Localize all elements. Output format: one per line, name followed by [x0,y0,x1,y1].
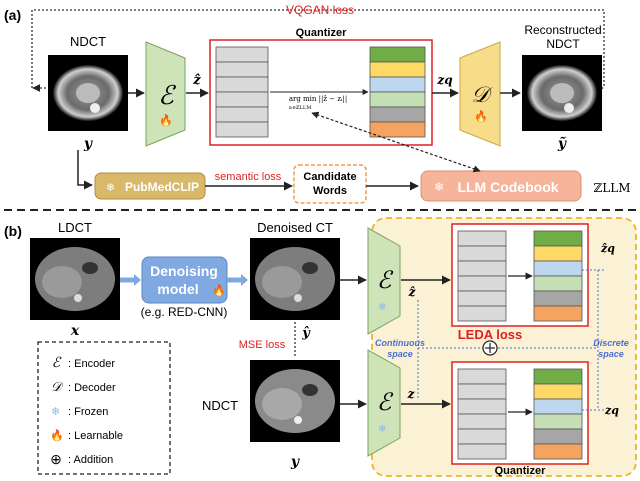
denoising-model-box: Denoising model 🔥 [141,256,228,304]
z-llm-symbol: ℤLLM [594,181,631,195]
legend-encoder-symbol: ℰ [52,355,62,371]
leda-loss-label: LEDA loss [458,327,523,342]
continuous-space-label-1: Continuous [375,338,425,348]
x-symbol: x [70,323,80,339]
codebook-stack-a [369,46,426,138]
learnable-icon-decoder: 🔥 [474,110,488,123]
example-text: (e.g. RED-CNN) [141,305,228,319]
encoder-symbol-a: ℰ [158,81,176,111]
svg-text:❄: ❄ [378,424,386,435]
mse-loss-label: MSE loss [239,339,286,351]
learnable-icon-denoise: 🔥 [212,284,226,297]
legend-learnable: : Learnable [68,430,123,442]
vqgan-loss-loop [31,9,605,88]
llm-codebook-label: LLM Codebook [457,179,558,195]
encoder-b-top: ℰ ❄ [367,227,401,335]
reconstructed-label-2: NDCT [546,37,580,51]
panel-a-tag: (a) [4,7,21,23]
z-b: z [407,387,416,401]
decoder-symbol-a: 𝒟 [471,83,493,108]
y-hat-symbol: ŷ [301,326,311,341]
zq-b: zq [604,404,619,417]
reconstructed-image [522,55,602,131]
learnable-icon-a: 🔥 [159,114,173,127]
z-hat-b: ẑ [408,285,417,299]
denoising-label-2: model [157,281,198,297]
candidate-label-1: Candidate [303,171,356,183]
ndct-label-b: NDCT [202,398,238,413]
legend-encoder: : Encoder [68,358,115,370]
continuous-stack-b-top [457,230,507,322]
quantizer-title-a: Quantizer [296,27,347,39]
encoder-b-bottom: ℰ ❄ [367,349,401,457]
y-symbol-b: y [290,454,300,470]
frozen-icon: ❄ [51,406,60,418]
legend-decoder: : Decoder [68,382,116,394]
ldct-image [30,238,120,320]
encoder-symbol-b-top: ℰ [377,266,394,294]
zq-hat-b: ẑq [600,242,615,255]
encoder-symbol-b-bottom: ℰ [377,388,394,416]
addition-icon: ⊕ [50,451,62,467]
y-tilde-symbol: ỹ [557,135,567,152]
svg-text:❄: ❄ [378,302,386,313]
continuous-stack-a [215,46,269,138]
panel-b-tag: (b) [4,223,22,239]
ndct-label-a: NDCT [70,34,106,49]
ndct-image-b [250,360,340,442]
y-symbol-a: y [83,136,93,152]
codebook-stack-b-bottom [533,368,583,460]
quantizer-title-b: Quantizer [495,465,546,477]
denoised-label: Denoised CT [257,220,333,235]
decoder-a: 𝒟 🔥 [459,41,501,147]
continuous-stack-b-bottom [457,368,507,460]
legend-decoder-symbol: 𝒟 [51,380,64,395]
codebook-stack-b-top [533,230,583,322]
llm-codebook-box: ❄ LLM Codebook [420,170,582,202]
z-hat-a: ẑ [192,73,201,88]
svg-text:❄: ❄ [106,182,115,194]
legend-addition: : Addition [68,454,113,466]
continuous-space-label-2: space [387,349,413,359]
candidate-label-2: Words [313,185,347,197]
argmin-subscript: zᵢ∈ℤLLM [289,105,312,111]
svg-text:❄: ❄ [434,180,444,194]
zq-a: zq [436,73,452,87]
denoised-image [250,238,340,320]
legend-frozen: : Frozen [68,406,108,418]
learnable-icon: 🔥 [50,429,64,442]
semantic-loss-label: semantic loss [215,171,282,183]
discrete-space-label-1: Discrete [593,338,629,348]
reconstructed-label-1: Reconstructed [524,23,601,37]
denoising-label-1: Denoising [150,263,218,279]
argmin-formula: arg min ||ẑ − zᵢ|| [289,95,347,103]
pubmedclip-box: ❄ PubMedCLIP [94,172,206,200]
encoder-a: ℰ 🔥 [145,41,186,147]
ldct-label: LDCT [58,220,92,235]
vqgan-loss-label: VQGAN loss [286,3,354,17]
ndct-image-a [48,55,128,131]
candidate-words-box: Candidate Words [293,164,367,204]
discrete-space-label-2: space [598,349,624,359]
legend: ℰ : Encoder 𝒟 : Decoder ❄ : Frozen 🔥 : L… [37,341,171,475]
pubmedclip-label: PubMedCLIP [125,180,199,194]
